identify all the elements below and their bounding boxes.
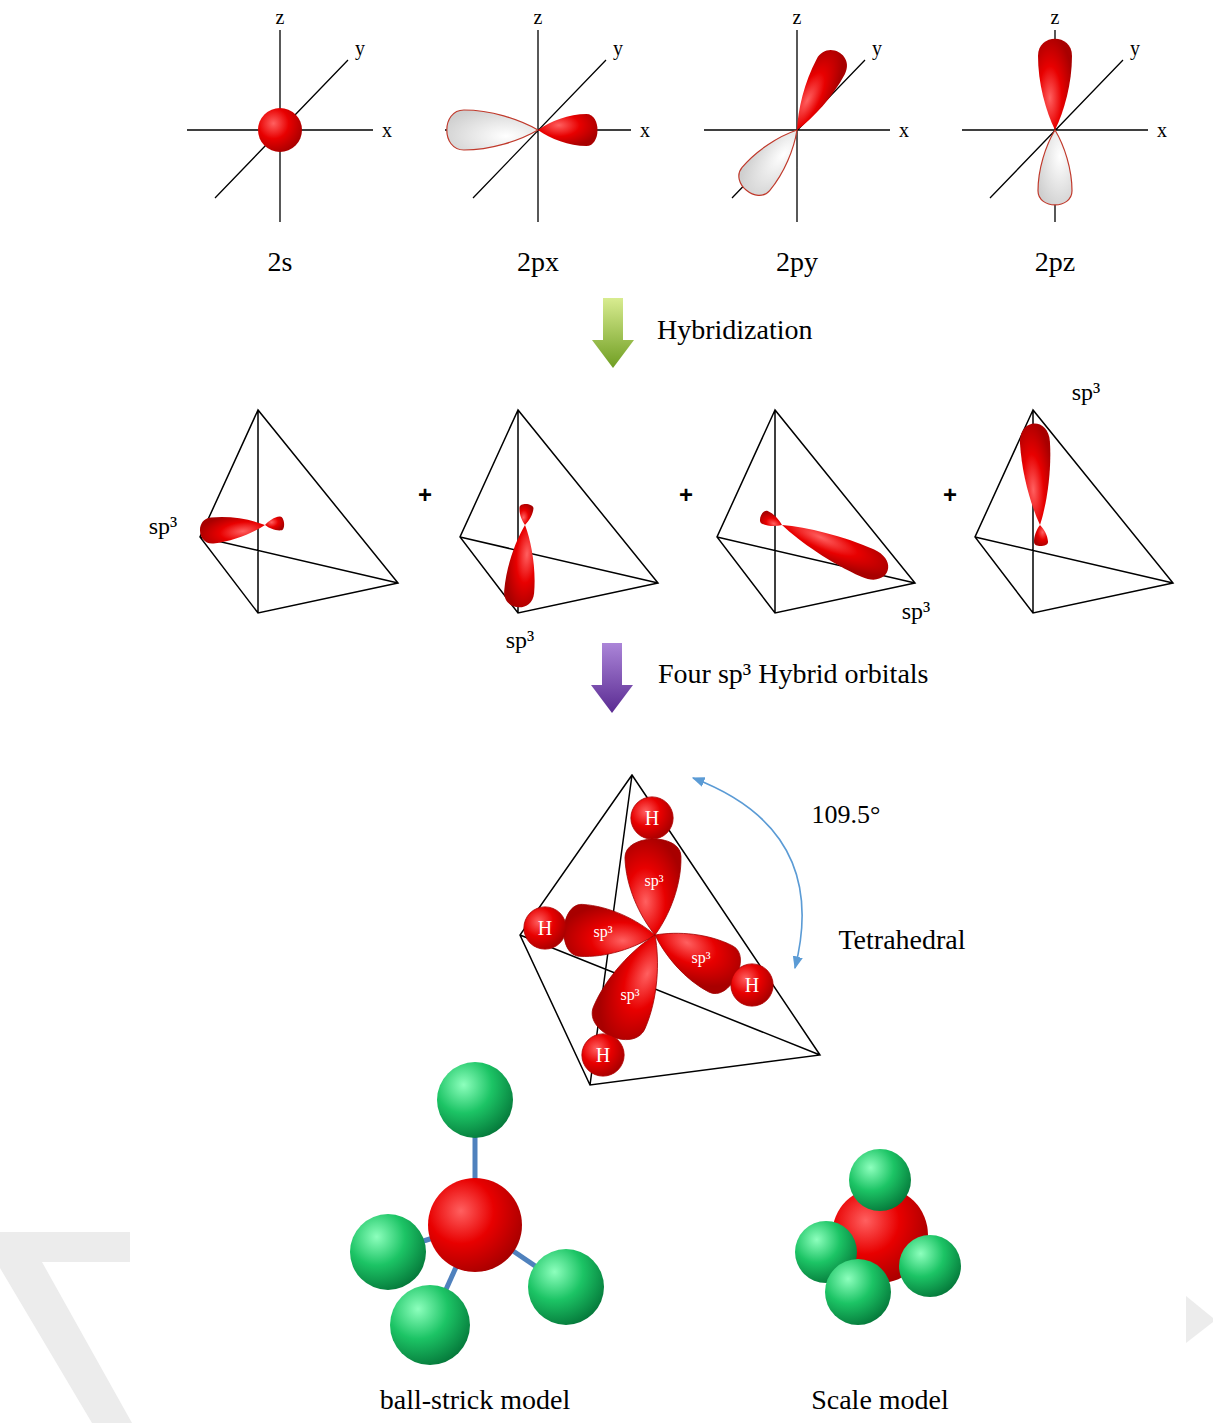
coordinate-axes xyxy=(187,30,373,222)
space-filling-model xyxy=(825,1259,891,1325)
orbital-name: sp³ xyxy=(506,627,535,655)
watermark-shape xyxy=(0,1232,1213,1423)
shape-label: Tetrahedral xyxy=(838,924,965,956)
s-orbital xyxy=(258,108,302,152)
angle-arc xyxy=(693,778,802,968)
model-caption: ball-strick model xyxy=(380,1384,571,1416)
tetrahedron-outline xyxy=(460,410,658,613)
coordinate-axes xyxy=(704,30,890,222)
axis-label: z xyxy=(793,6,802,29)
axis-label: y xyxy=(613,37,623,60)
process-arrow xyxy=(591,643,633,713)
space-filling-model xyxy=(899,1235,961,1297)
space-filling-model xyxy=(849,1149,911,1211)
ball-stick-model xyxy=(428,1178,522,1272)
orbital-name: sp³ xyxy=(593,923,612,941)
atom-symbol: H xyxy=(523,906,567,940)
p-orbital xyxy=(447,110,538,150)
tetrahedron-outline xyxy=(200,410,1173,613)
atom-symbol: H xyxy=(581,1033,625,1067)
orbital-name: sp³ xyxy=(902,598,931,626)
ball-stick-model xyxy=(350,1062,604,1365)
model-caption: Scale model xyxy=(811,1384,949,1416)
orbital-name: sp³ xyxy=(1072,379,1101,407)
orbital-name: sp³ xyxy=(149,513,178,541)
hybrid-orbital xyxy=(562,838,748,1047)
axis-label: y xyxy=(1130,37,1140,60)
plus-sign: + xyxy=(418,481,432,509)
tetrahedron-outline xyxy=(520,775,820,1085)
hydrogen-atom: H xyxy=(581,1033,625,1077)
coordinate-axes xyxy=(962,30,1148,222)
atom-circle xyxy=(524,907,566,949)
ball-stick-model xyxy=(528,1249,604,1325)
atom-circle xyxy=(582,1034,624,1076)
orbital-name: sp³ xyxy=(620,986,639,1004)
orbital-name: 2py xyxy=(776,246,818,278)
atom-circle xyxy=(731,964,773,1006)
hybrid-orbital xyxy=(503,524,540,609)
hybrid-orbital xyxy=(199,423,1055,609)
hybrid-orbital xyxy=(776,511,893,585)
space-filling-model xyxy=(795,1149,961,1325)
p-orbital xyxy=(733,118,811,201)
axis-label: z xyxy=(1051,6,1060,29)
watermark-shape xyxy=(0,1232,132,1423)
p-orbital xyxy=(1038,39,1072,130)
axis-label: z xyxy=(534,6,543,29)
coordinate-axes xyxy=(445,30,631,222)
p-orbital xyxy=(538,114,598,146)
axis-label: y xyxy=(355,37,365,60)
axis-label: x xyxy=(382,119,392,142)
process-arrow xyxy=(592,298,634,368)
hydrogen-atom: H xyxy=(730,963,774,1007)
hybrid-orbital xyxy=(758,509,785,531)
axis-label: x xyxy=(640,119,650,142)
orbital-name: 2s xyxy=(268,246,293,278)
plus-sign: + xyxy=(679,481,693,509)
ball-stick-model xyxy=(437,1062,513,1138)
step-label: Four sp³ Hybrid orbitals xyxy=(658,658,929,690)
hybrid-orbital xyxy=(199,512,267,545)
hybrid-orbital xyxy=(518,503,534,525)
p-orbital xyxy=(447,39,1072,205)
angle-arc xyxy=(693,778,802,968)
hybrid-orbital xyxy=(264,516,285,532)
orbital-name: sp³ xyxy=(691,949,710,967)
p-orbital xyxy=(783,45,853,138)
atom-symbol: H xyxy=(630,796,674,830)
tetrahedron-outline xyxy=(520,775,820,1085)
coordinate-axes xyxy=(187,30,1148,222)
tetrahedron-outline xyxy=(200,410,398,613)
ball-stick-model xyxy=(350,1214,426,1290)
atom-circle xyxy=(631,797,673,839)
angle-label: 109.5° xyxy=(812,800,881,830)
s-orbital xyxy=(258,108,302,152)
orbital-name: 2px xyxy=(517,246,559,278)
axis-label: y xyxy=(872,37,882,60)
hydrogen-atom: H xyxy=(523,906,567,950)
axis-label: x xyxy=(1157,119,1167,142)
hydrogen-atom: H xyxy=(630,796,674,840)
tetrahedron-outline xyxy=(975,410,1173,613)
hybrid-orbital xyxy=(1033,525,1048,547)
process-arrow xyxy=(591,643,633,713)
orbital-name: sp³ xyxy=(644,872,663,890)
p-orbital xyxy=(1038,130,1072,205)
step-label: Hybridization xyxy=(657,314,813,346)
hybrid-orbital xyxy=(585,924,680,1048)
axis-label: x xyxy=(899,119,909,142)
hybrid-orbital xyxy=(1019,423,1055,526)
watermark-shape xyxy=(1186,1296,1213,1343)
process-arrow xyxy=(592,298,634,368)
atom-symbol: H xyxy=(730,963,774,997)
plus-sign: + xyxy=(943,481,957,509)
tetrahedron-outline xyxy=(717,410,915,613)
ball-stick-model xyxy=(390,1285,470,1365)
axis-label: z xyxy=(276,6,285,29)
orbital-name: 2pz xyxy=(1035,246,1075,278)
